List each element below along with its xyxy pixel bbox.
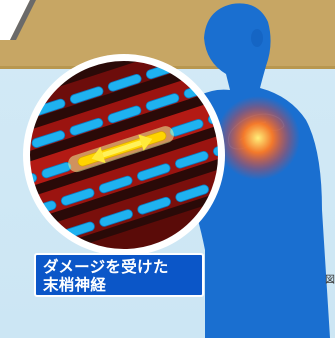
damaged-nerve-label: ダメージを受けた 末梢神経 [34, 253, 204, 297]
wall-band [0, 0, 335, 66]
damaged-nerve-label-line2: 末梢神経 [43, 276, 195, 294]
shoulder-pain-glow-icon [216, 96, 300, 180]
damaged-nerve-label-line1: ダメージを受けた [43, 258, 195, 276]
figure-caption: 図 [325, 271, 335, 286]
